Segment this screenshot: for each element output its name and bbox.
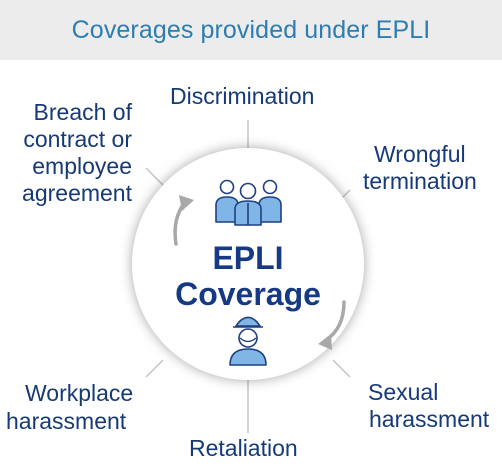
label-breach-line4: agreement	[22, 180, 132, 206]
label-wrongful-line1: Wrongful	[374, 141, 466, 167]
hub-title-line1: EPLI	[212, 240, 284, 276]
page-title: Coverages provided under EPLI	[71, 15, 431, 44]
hub-title-line2: Coverage	[175, 276, 321, 312]
label-breach-line1: Breach of	[33, 99, 132, 125]
person-hat-icon	[229, 316, 267, 366]
label-breach-line2: contract or	[23, 126, 132, 152]
label-retaliation: Retaliation	[189, 435, 298, 461]
label-breach-line3: employee	[32, 153, 132, 179]
label-sexual-line1: Sexual	[368, 379, 439, 405]
label-wrongful-line2: termination	[363, 168, 477, 194]
people-group-icon	[215, 179, 282, 226]
label-workplace-line2: harassment	[6, 408, 127, 434]
label-sexual-line2: harassment	[369, 406, 490, 432]
label-discrimination: Discrimination	[170, 83, 315, 109]
label-workplace-line1: Workplace	[25, 380, 134, 406]
connector-workplace	[145, 359, 164, 378]
header-bar: Coverages provided under EPLI	[0, 0, 502, 60]
connector-sexual	[332, 359, 351, 378]
connector-breach	[145, 167, 166, 188]
